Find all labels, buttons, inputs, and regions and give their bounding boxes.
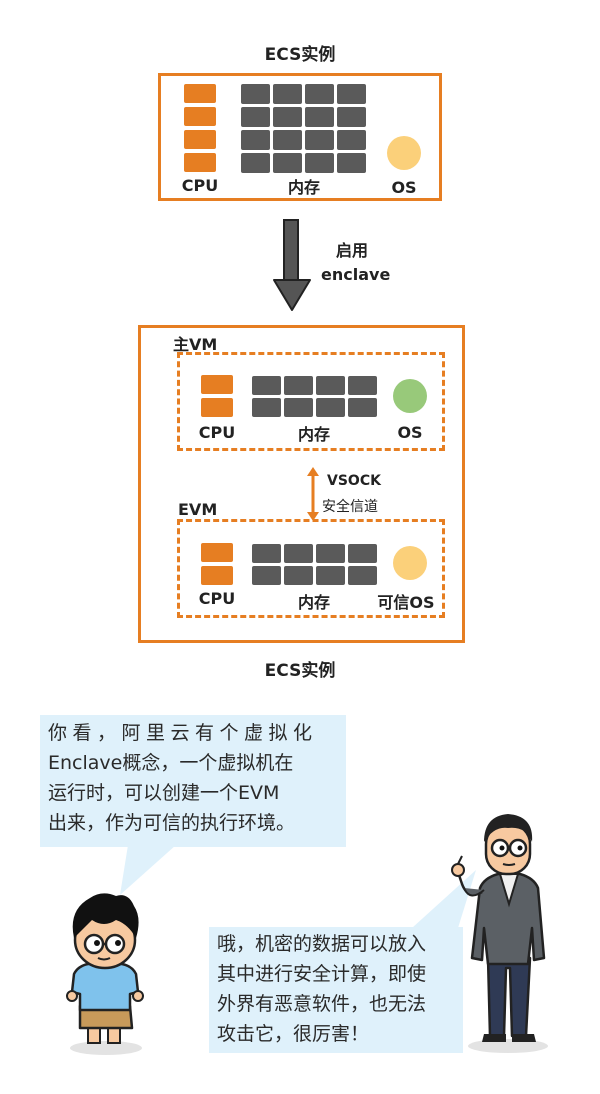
enable-arrow-icon: [273, 219, 311, 311]
memory-block: [241, 84, 270, 104]
memory-block: [284, 376, 313, 395]
cpu-core: [201, 543, 233, 562]
cpu-core: [184, 130, 216, 149]
top-ecs-box: CPU 内存 OS: [158, 73, 442, 201]
memory-block: [316, 398, 345, 417]
cpu-core: [201, 375, 233, 394]
primary-vm-box: CPU 内存 OS: [177, 352, 445, 451]
memory-block: [284, 566, 313, 585]
vsock-double-arrow-icon: [307, 467, 319, 521]
memory-block: [273, 130, 302, 150]
memory-block: [305, 84, 334, 104]
memory-block: [241, 130, 270, 150]
cpu-core: [201, 566, 233, 585]
memory-block: [284, 544, 313, 563]
boy-character-icon: [66, 893, 144, 1055]
cpu-core: [184, 84, 216, 103]
evm-memory-grid: [252, 544, 378, 588]
speech-bubble-man-tail: [412, 870, 476, 928]
primary-vm-cpu-label: CPU: [198, 423, 236, 442]
top-os-circle: [387, 136, 421, 170]
evm-memory-label: 内存: [297, 593, 330, 612]
memory-block: [337, 153, 366, 173]
bubble-man-line: 攻击它，很厉害！: [217, 1023, 370, 1045]
speech-bubble-boy-tail: [120, 845, 176, 895]
top-memory-label: 内存: [287, 178, 320, 197]
memory-block: [273, 107, 302, 127]
memory-block: [252, 398, 281, 417]
evm-os-circle: [393, 546, 427, 580]
top-os-label: OS: [391, 178, 417, 197]
bottom-ecs-box: 主VM CPU 内存 OS VSOCK 安全信道 EVM CPU 内存 可信OS: [138, 325, 465, 643]
evm-box: CPU 内存 可信OS: [177, 519, 445, 618]
primary-vm-memory-grid: [252, 376, 378, 420]
cpu-core: [201, 398, 233, 417]
memory-block: [305, 107, 334, 127]
arrow-label-enclave: enclave: [321, 265, 391, 284]
bubble-boy-line: 出来，作为可信的执行环境。: [48, 812, 296, 834]
memory-block: [348, 398, 377, 417]
memory-block: [252, 544, 281, 563]
memory-block: [348, 376, 377, 395]
bubble-boy-line: 你看，阿里云有个虚拟化: [48, 722, 318, 744]
memory-block: [316, 376, 345, 395]
bubble-man-line: 其中进行安全计算，即使: [217, 963, 427, 985]
primary-vm-os-circle: [393, 379, 427, 413]
primary-vm-memory-label: 内存: [297, 425, 330, 444]
bubble-boy-line: Enclave概念，一个虚拟机在: [48, 752, 294, 774]
evm-name: EVM: [178, 500, 218, 519]
speech-bubble-boy: 你看，阿里云有个虚拟化 Enclave概念，一个虚拟机在 运行时，可以创建一个E…: [40, 715, 346, 847]
memory-block: [316, 566, 345, 585]
memory-block: [273, 153, 302, 173]
memory-block: [273, 84, 302, 104]
top-memory-grid: [241, 84, 367, 176]
memory-block: [337, 84, 366, 104]
memory-block: [252, 376, 281, 395]
speech-bubble-man: 哦，机密的数据可以放入 其中进行安全计算，即使 外界有恶意软件，也无法 攻击它，…: [209, 927, 463, 1053]
top-title: ECS实例: [264, 45, 336, 65]
memory-block: [348, 566, 377, 585]
memory-block: [241, 107, 270, 127]
primary-vm-os-label: OS: [397, 423, 423, 442]
bubble-boy-line: 运行时，可以创建一个EVM: [48, 782, 280, 804]
memory-block: [284, 398, 313, 417]
memory-block: [252, 566, 281, 585]
top-cpu-label: CPU: [181, 176, 219, 195]
bubble-man-line: 外界有恶意软件，也无法: [217, 993, 427, 1015]
arrow-label-enable: 启用: [336, 241, 369, 260]
bubble-man-line: 哦，机密的数据可以放入: [217, 933, 427, 955]
cpu-core: [184, 107, 216, 126]
memory-block: [337, 107, 366, 127]
bottom-caption: ECS实例: [264, 661, 336, 681]
primary-vm-name: 主VM: [173, 335, 218, 354]
memory-block: [348, 544, 377, 563]
memory-block: [241, 153, 270, 173]
cpu-core: [184, 153, 216, 172]
memory-block: [305, 153, 334, 173]
man-character-icon: [451, 814, 548, 1053]
memory-block: [305, 130, 334, 150]
evm-cpu-label: CPU: [198, 589, 236, 608]
top-cpu-stack: [184, 84, 216, 174]
secure-channel-label: 安全信道: [322, 499, 378, 515]
evm-os-label: 可信OS: [377, 593, 435, 612]
vsock-label: VSOCK: [327, 473, 381, 489]
memory-block: [316, 544, 345, 563]
memory-block: [337, 130, 366, 150]
